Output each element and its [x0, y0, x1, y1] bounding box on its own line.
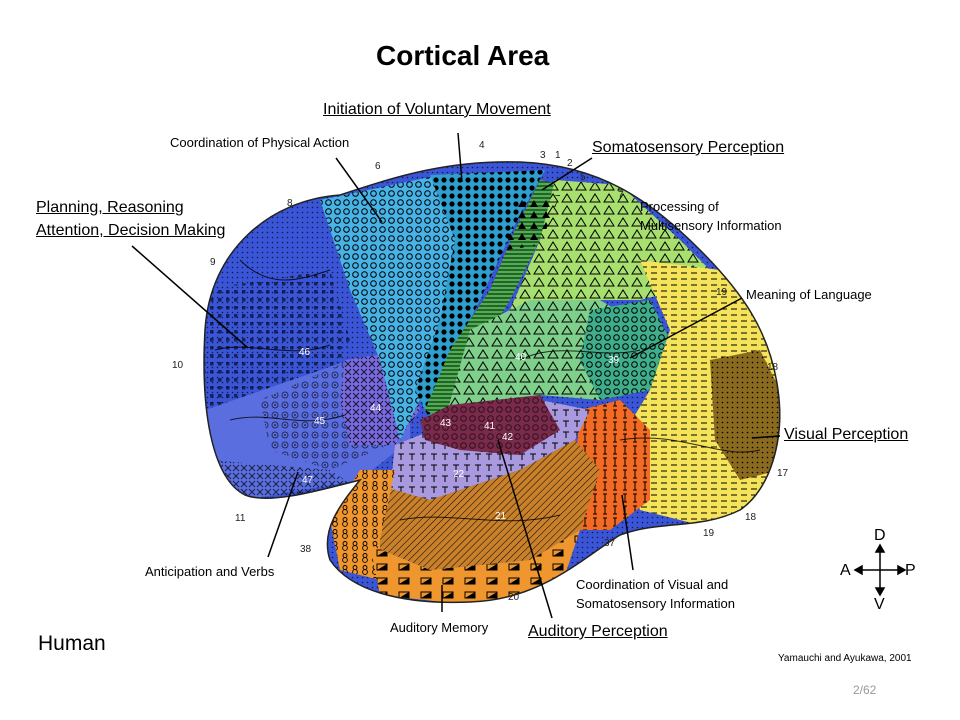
- area-number-22: 22: [453, 469, 465, 480]
- area-number-38: 38: [300, 544, 312, 555]
- label-visual-somato-line1: Coordination of Visual and: [576, 577, 729, 592]
- compass-dorsal: D: [874, 527, 886, 544]
- area-number-6: 6: [375, 161, 381, 172]
- area-number-39: 39: [608, 355, 620, 366]
- area-number-19b: 19: [703, 528, 715, 539]
- label-physical-action: Coordination of Physical Action: [170, 135, 350, 150]
- compass-anterior: A: [840, 562, 851, 579]
- area-number-44: 44: [370, 403, 382, 414]
- area-number-21: 21: [495, 511, 507, 522]
- area-number-20: 20: [508, 592, 520, 603]
- page-number: 2/62: [853, 683, 877, 697]
- label-multisensory-line2: Multisensory Information: [640, 218, 782, 233]
- area-number-11: 11: [235, 513, 246, 524]
- area-number-45: 45: [314, 416, 326, 427]
- label-auditory-perception: Auditory Perception: [528, 623, 668, 640]
- label-visual-perception: Visual Perception: [784, 426, 909, 443]
- label-multisensory-line1: Processing of: [640, 199, 719, 214]
- orientation-compass-icon: [853, 543, 907, 597]
- area-number-10: 10: [172, 360, 184, 371]
- compass-posterior: P: [905, 562, 916, 579]
- label-anticipation: Anticipation and Verbs: [145, 564, 275, 579]
- label-voluntary-movement: Initiation of Voluntary Movement: [323, 101, 551, 118]
- species-label: Human: [38, 632, 106, 655]
- area-number-9: 9: [210, 257, 216, 268]
- area-number-3: 3: [540, 150, 546, 161]
- label-auditory-memory: Auditory Memory: [390, 620, 489, 635]
- compass-ventral: V: [874, 596, 885, 613]
- citation: Yamauchi and Ayukawa, 2001: [778, 653, 912, 664]
- area-number-1: 1: [555, 150, 561, 161]
- area-number-8: 8: [287, 198, 293, 209]
- area-number-42: 42: [502, 432, 514, 443]
- page-title: Cortical Area: [376, 40, 550, 71]
- area-number-2: 2: [567, 158, 573, 169]
- area-number-19a: 19: [716, 287, 728, 298]
- area-number-41: 41: [484, 421, 496, 432]
- area-number-18a: 18: [767, 362, 779, 373]
- label-planning-line2: Attention, Decision Making: [36, 222, 226, 239]
- area-number-40: 40: [515, 352, 527, 363]
- area-number-46: 46: [299, 347, 311, 358]
- label-visual-somato-line2: Somatosensory Information: [576, 596, 735, 611]
- label-language-meaning: Meaning of Language: [746, 287, 872, 302]
- area-number-7: 7: [618, 190, 624, 201]
- area-number-18b: 18: [745, 512, 757, 523]
- area-number-47: 47: [302, 475, 314, 486]
- area-number-5: 5: [580, 172, 586, 183]
- area-number-17: 17: [777, 468, 789, 479]
- area-number-43: 43: [440, 418, 452, 429]
- area-number-4: 4: [479, 140, 485, 151]
- label-somatosensory: Somatosensory Perception: [592, 139, 785, 156]
- label-planning-line1: Planning, Reasoning: [36, 199, 184, 216]
- area-number-37: 37: [604, 538, 616, 549]
